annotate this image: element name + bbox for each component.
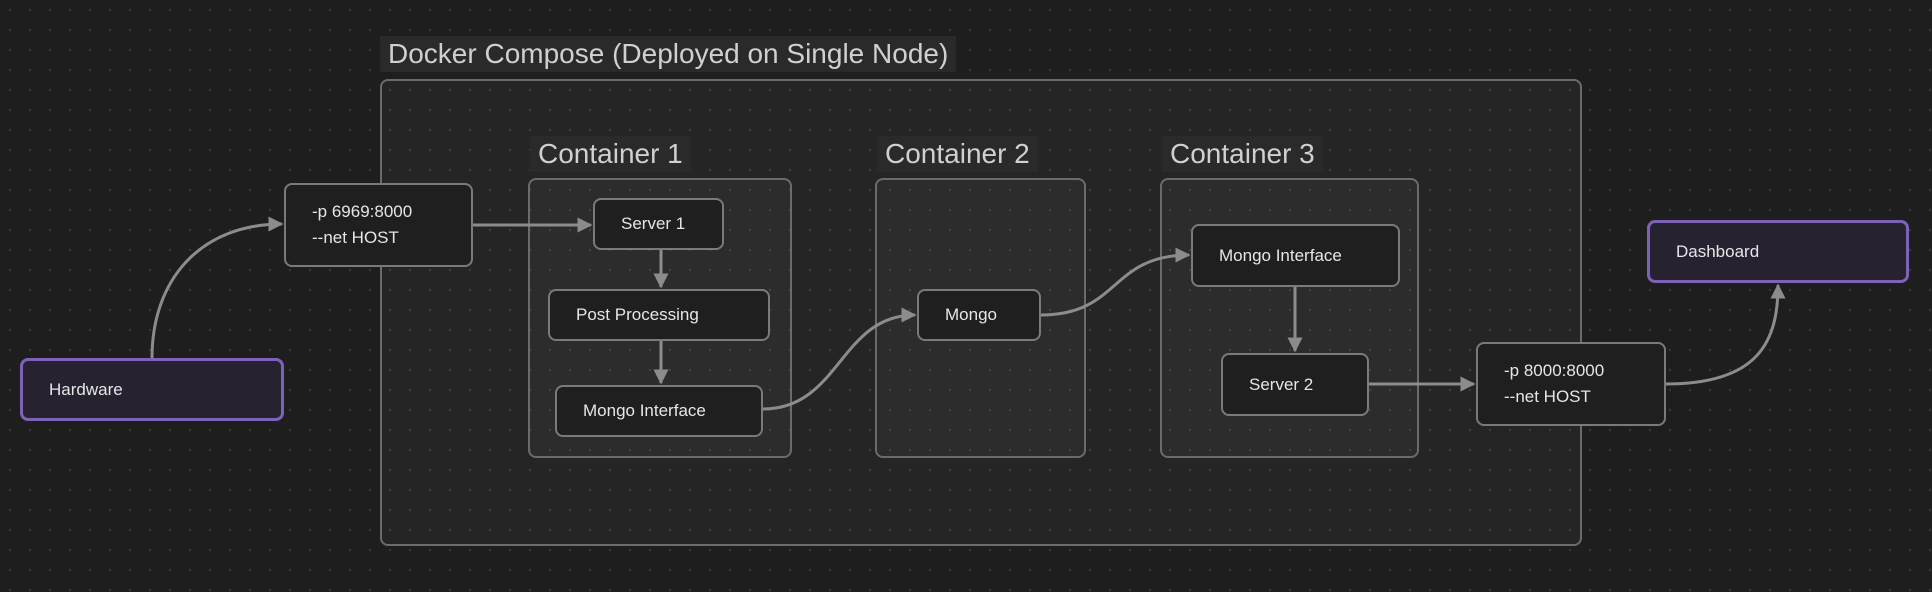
port-mapping-in-node[interactable]: -p 6969:8000 --net HOST <box>284 183 473 267</box>
dashboard-label: Dashboard <box>1676 241 1760 261</box>
hardware-node[interactable]: Hardware <box>20 358 284 421</box>
mongo-node[interactable]: Mongo <box>917 289 1041 341</box>
container-2-label: Container 2 <box>877 136 1038 172</box>
container-3-group <box>1160 178 1419 458</box>
docker-compose-group-label: Docker Compose (Deployed on Single Node) <box>380 36 957 72</box>
mongo-interface-2-label: Mongo Interface <box>1219 245 1342 265</box>
port-mapping-out-line2: --net HOST <box>1504 387 1591 406</box>
mongo-interface-2-node[interactable]: Mongo Interface <box>1191 224 1400 287</box>
dashboard-node[interactable]: Dashboard <box>1647 220 1909 283</box>
server-2-label: Server 2 <box>1249 374 1314 394</box>
post-processing-label: Post Processing <box>576 305 699 324</box>
server-2-node[interactable]: Server 2 <box>1221 353 1369 416</box>
mongo-interface-1-label: Mongo Interface <box>583 401 706 420</box>
port-mapping-in-line2: --net HOST <box>312 228 399 247</box>
server-1-node[interactable]: Server 1 <box>593 198 724 250</box>
post-processing-node[interactable]: Post Processing <box>548 289 770 341</box>
mongo-label: Mongo <box>945 305 997 324</box>
port-mapping-out-line1: -p 8000:8000 <box>1504 361 1605 380</box>
container-1-label: Container 1 <box>530 136 691 172</box>
mongo-interface-1-node[interactable]: Mongo Interface <box>555 385 763 437</box>
container-3-label: Container 3 <box>1162 136 1323 172</box>
port-mapping-out-node[interactable]: -p 8000:8000 --net HOST <box>1476 342 1666 426</box>
hardware-node-label: Hardware <box>49 379 123 399</box>
server-1-label: Server 1 <box>621 214 686 233</box>
edge-hardware-to-port-in <box>150 216 284 359</box>
docker-compose-group <box>380 79 1582 546</box>
edge-port-out-to-dashboard <box>1665 283 1786 386</box>
port-mapping-in-line1: -p 6969:8000 <box>312 202 413 221</box>
